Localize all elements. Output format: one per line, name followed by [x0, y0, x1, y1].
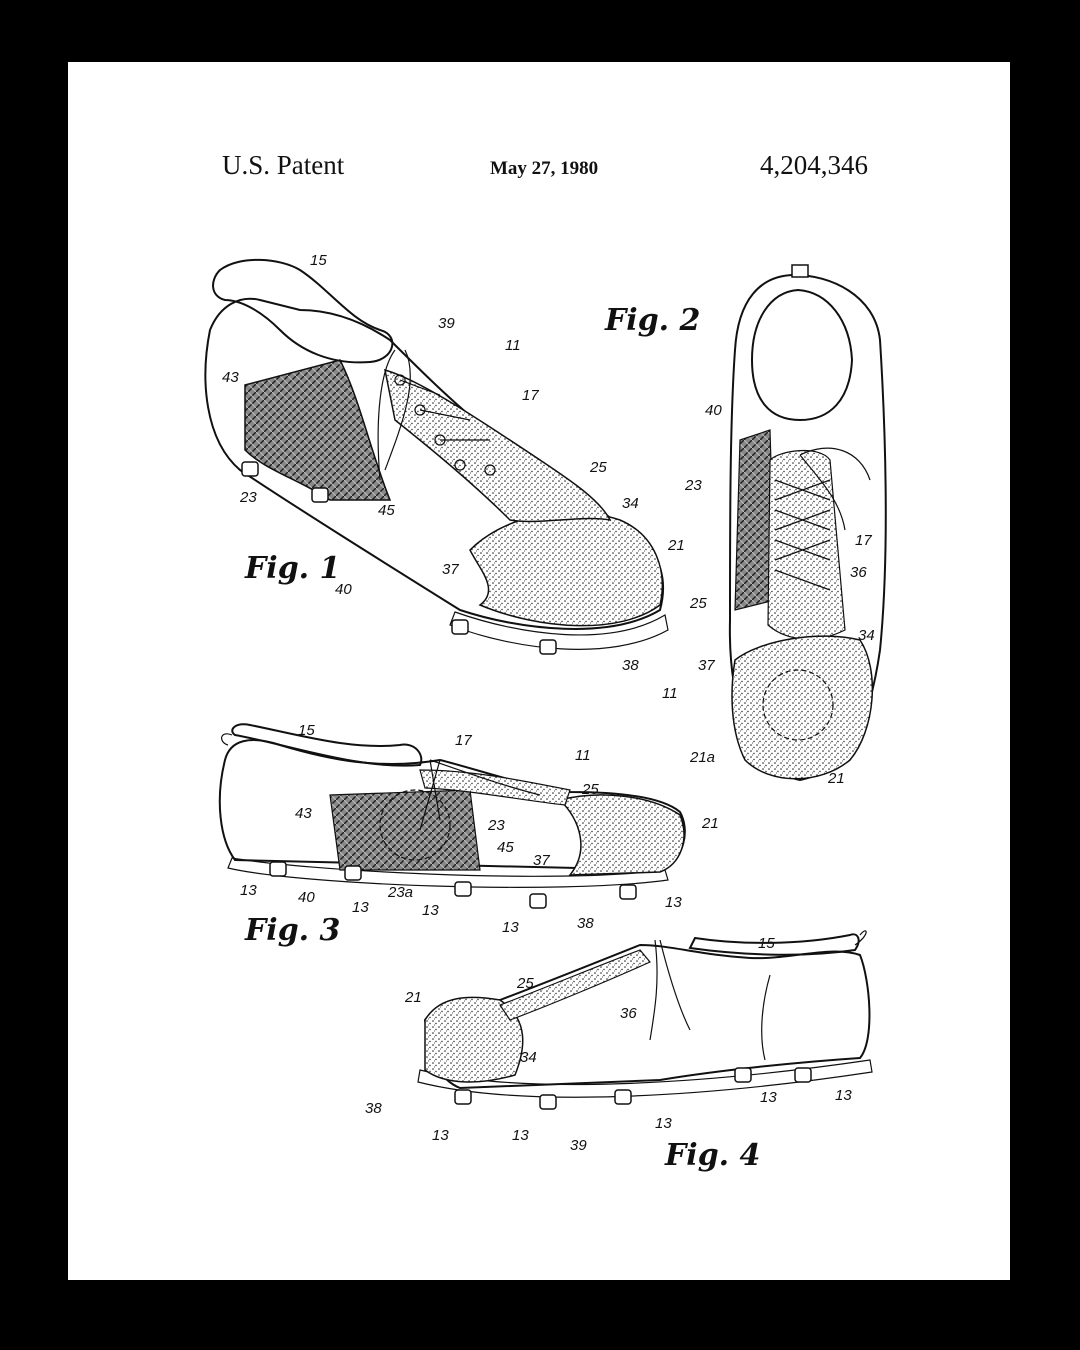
- ref-numeral: 38: [577, 915, 594, 932]
- ref-numeral: 34: [622, 495, 639, 512]
- ref-numeral: 21: [404, 989, 422, 1006]
- ref-numeral: 37: [442, 561, 459, 578]
- ref-numeral: 13: [502, 919, 519, 936]
- ref-numeral: 15: [758, 935, 775, 952]
- ref-numeral: 45: [497, 839, 514, 856]
- ref-numeral: 11: [505, 337, 521, 354]
- ref-numeral: 23: [239, 489, 257, 506]
- ref-numeral: 38: [622, 657, 639, 674]
- figure-1-shoe: [204, 258, 669, 655]
- fig4-reference-numerals: 15 25 21 36 34 38 13 13 13 39 13 13: [365, 935, 852, 1154]
- ref-numeral: 23a: [387, 884, 413, 901]
- ref-numeral: 13: [422, 902, 439, 919]
- ref-numeral: 13: [835, 1087, 852, 1104]
- ref-numeral: 13: [240, 882, 257, 899]
- ref-numeral: 37: [698, 657, 715, 674]
- fig1-label: Fig. 1: [244, 551, 340, 586]
- ref-numeral: 17: [855, 532, 872, 549]
- ref-numeral: 13: [760, 1089, 777, 1106]
- ref-numeral: 21: [827, 770, 845, 787]
- ref-numeral: 13: [352, 899, 369, 916]
- ref-numeral: 37: [533, 852, 550, 869]
- ref-numeral: 34: [520, 1049, 537, 1066]
- fig4-label: Fig. 4: [664, 1138, 760, 1173]
- fig3-reference-numerals: 15 17 11 25 43 23 21 45 37 13 40 23a 13 …: [240, 722, 719, 936]
- ref-numeral: 38: [365, 1100, 382, 1117]
- ref-numeral: 21a: [689, 749, 715, 766]
- ref-numeral: 15: [298, 722, 315, 739]
- figure-3-shoe-side: [218, 723, 686, 909]
- ref-numeral: 25: [581, 781, 599, 798]
- ref-numeral: 43: [295, 805, 312, 822]
- ref-numeral: 45: [378, 502, 395, 519]
- ref-numeral: 34: [858, 627, 875, 644]
- ref-numeral: 40: [335, 581, 352, 598]
- patent-number: 4,204,346: [760, 150, 868, 180]
- ref-numeral: 25: [516, 975, 534, 992]
- ref-numeral: 43: [222, 369, 239, 386]
- ref-numeral: 21: [667, 537, 685, 554]
- patent-label: U.S. Patent: [222, 150, 345, 180]
- ref-numeral: 13: [432, 1127, 449, 1144]
- ref-numeral: 17: [455, 732, 472, 749]
- ref-numeral: 11: [575, 747, 591, 764]
- ref-numeral: 23: [684, 477, 702, 494]
- ref-numeral: 21: [701, 815, 719, 832]
- ref-numeral: 39: [438, 315, 455, 332]
- ref-numeral: 23: [487, 817, 505, 834]
- fig2-label: Fig. 2: [604, 303, 700, 338]
- fig1-reference-numerals: 15 39 11 17 43 25 34 23 45 21 37 40 38: [222, 252, 685, 674]
- ref-numeral: 36: [850, 564, 867, 581]
- ref-numeral: 40: [705, 402, 722, 419]
- ref-numeral: 13: [665, 894, 682, 911]
- ref-numeral: 13: [512, 1127, 529, 1144]
- ref-numeral: 39: [570, 1137, 587, 1154]
- ref-numeral: 25: [589, 459, 607, 476]
- ref-numeral: 17: [522, 387, 539, 404]
- ref-numeral: 25: [689, 595, 707, 612]
- ref-numeral: 40: [298, 889, 315, 906]
- figure-4-shoe-side: [417, 930, 873, 1110]
- ref-numeral: 11: [662, 685, 678, 702]
- patent-date: May 27, 1980: [490, 158, 599, 179]
- fig3-label: Fig. 3: [244, 913, 340, 948]
- ref-numeral: 13: [655, 1115, 672, 1132]
- ref-numeral: 36: [620, 1005, 637, 1022]
- figure-2-shoe-top: [728, 264, 887, 782]
- fig2-reference-numerals: 40 23 17 36 25 34 37 11 21a 21: [662, 402, 875, 787]
- ref-numeral: 15: [310, 252, 327, 269]
